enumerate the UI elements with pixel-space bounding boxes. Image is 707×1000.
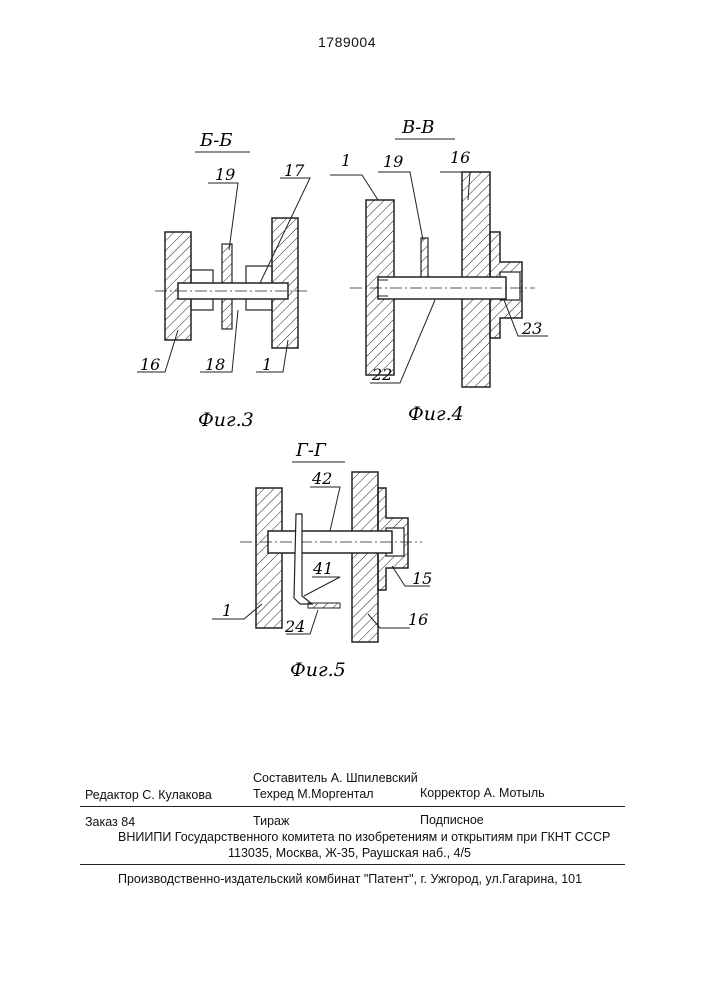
techred: Техред М.Моргентал	[253, 787, 374, 801]
fig3-caption: Фиг.3	[198, 409, 254, 431]
fig4-callout: 19	[383, 152, 403, 171]
fig5-callout: 41	[312, 559, 333, 578]
fig3-callout: 17	[284, 161, 305, 180]
fig4-section-label: В-В	[401, 117, 435, 138]
fig4-caption: Фиг.4	[408, 403, 464, 425]
fig3-callout: 19	[215, 165, 235, 184]
fig5-section-label: Г-Г	[295, 440, 327, 461]
vniipi-line: ВНИИПИ Государственного комитета по изоб…	[118, 830, 610, 844]
corrector: Корректор А. Мотыль	[420, 786, 545, 800]
fig3-callout: 16	[140, 355, 160, 374]
address-line: 113035, Москва, Ж-35, Раушская наб., 4/5	[228, 846, 471, 860]
plate-1	[256, 488, 282, 628]
editor: Редактор С. Кулакова	[85, 788, 212, 802]
fig3-callout: 1	[262, 355, 272, 374]
printer-line: Производственно-издательский комбинат "П…	[118, 872, 582, 886]
plate-16	[352, 472, 378, 642]
figure-5: Г-Г 42 41 15 1 24 16 Фиг.5	[212, 440, 432, 681]
fig5-caption: Фиг.5	[290, 659, 346, 681]
fig5-callout: 1	[222, 601, 232, 620]
figure-4: В-В 1 19 16 23 22 Фиг.4	[330, 117, 548, 425]
circulation: Тираж	[253, 814, 289, 828]
fig3-callout: 18	[205, 355, 225, 374]
fig4-callout: 22	[371, 365, 392, 384]
fig4-callout: 16	[450, 148, 470, 167]
fig5-callout: 42	[311, 469, 332, 488]
fig5-callout: 16	[408, 610, 428, 629]
subscription: Подписное	[420, 813, 484, 827]
fig4-callout: 23	[521, 319, 542, 338]
fig5-callout: 15	[412, 569, 432, 588]
fig5-callout: 24	[284, 617, 305, 636]
compiler: Составитель А. Шпилевский	[253, 771, 418, 785]
fig3-section-label: Б-Б	[199, 130, 233, 151]
order: Заказ 84	[85, 815, 135, 829]
figure-3: Б-Б 19 17 16 18 1 Фиг.3	[137, 130, 310, 431]
part-24	[308, 603, 340, 608]
fig4-callout: 1	[341, 151, 351, 170]
divider	[80, 806, 625, 807]
divider	[80, 864, 625, 865]
pin-41	[294, 514, 312, 604]
technical-drawing: Б-Б 19 17 16 18 1 Фиг.3 В-В	[0, 0, 707, 700]
